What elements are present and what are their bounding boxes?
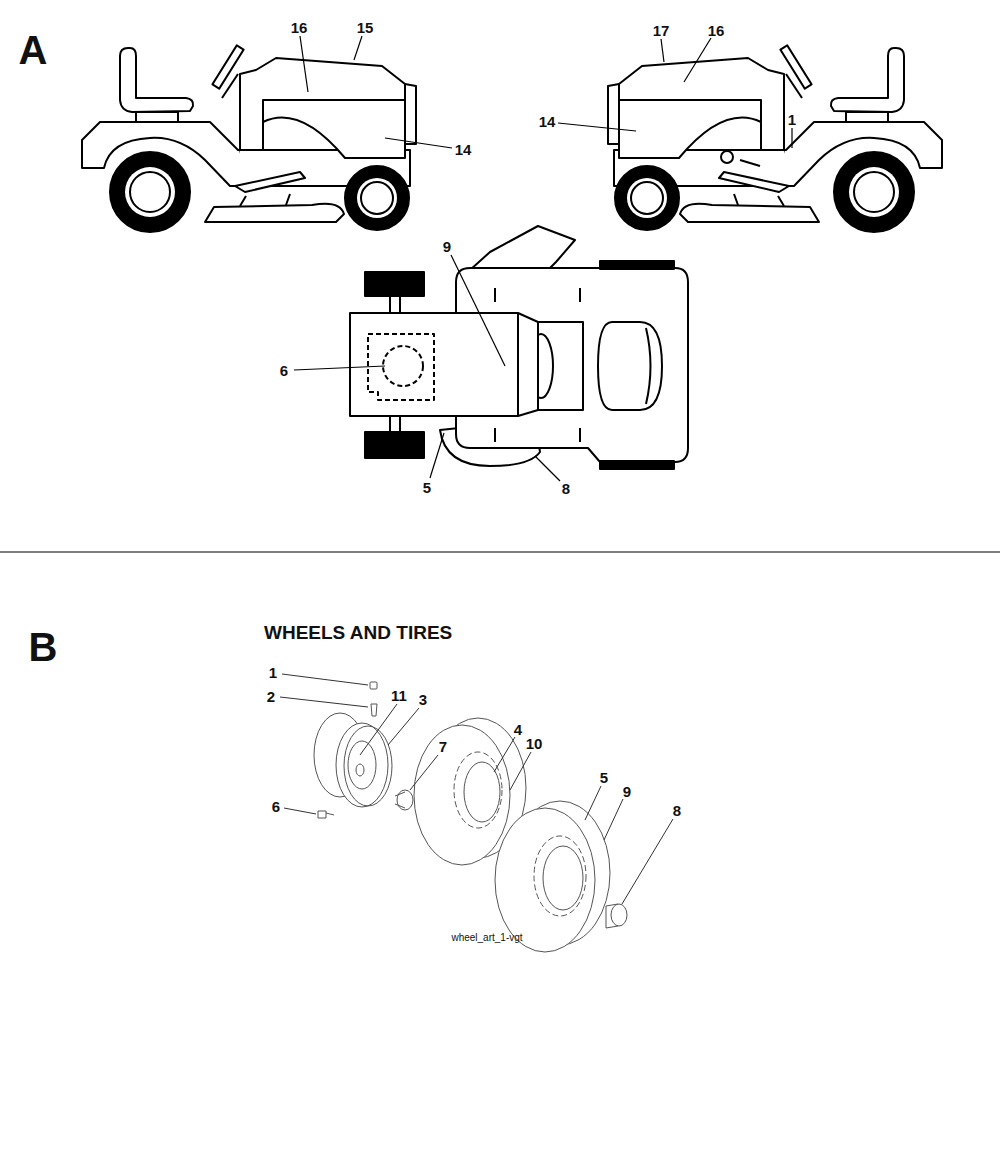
drawing-part [383, 346, 423, 386]
drawing-part [399, 416, 401, 432]
art-code: wheel_art_1-vgt [451, 933, 522, 943]
drawing-part [280, 697, 368, 707]
callout-number: 6 [272, 799, 280, 814]
drawing-part [598, 322, 662, 410]
drawing-part [388, 708, 419, 745]
callout-number: 3 [419, 692, 427, 707]
drawing-part [535, 456, 560, 481]
drawing-part [684, 38, 711, 82]
callout-number: 16 [291, 20, 308, 35]
drawing-part [389, 296, 391, 313]
drawing-part [350, 313, 538, 416]
drawing-part [558, 123, 636, 131]
drawing-part [365, 432, 424, 458]
drawing-part [611, 904, 627, 926]
drawing-part [365, 272, 424, 296]
drawing-part [604, 799, 623, 840]
drawing-part [368, 334, 434, 400]
drawing-part [579, 428, 581, 442]
leader-lines [294, 36, 792, 481]
callout-number: 14 [539, 114, 556, 129]
tractor-right [608, 45, 942, 232]
drawing-part [318, 811, 334, 818]
callout-number: 2 [267, 689, 275, 704]
tractor-left [82, 45, 416, 232]
drawing-part [721, 151, 733, 163]
callout-number: 8 [562, 481, 570, 496]
callout-number: 5 [600, 770, 608, 785]
callout-number: 15 [357, 20, 374, 35]
drawing-part [579, 288, 581, 302]
callout-number: 8 [673, 803, 681, 818]
drawing-part [470, 226, 575, 270]
drawing-part [495, 808, 595, 952]
drawing-part [397, 790, 413, 810]
drawing-part [600, 461, 674, 469]
drawing-part [395, 792, 405, 808]
drawing-part [385, 138, 452, 148]
drawing-part [356, 764, 364, 776]
leader-lines-b [280, 674, 673, 904]
drawing-part [622, 819, 673, 904]
drawing-part [348, 741, 376, 789]
drawing-part [414, 725, 510, 865]
drawing-part [600, 261, 674, 269]
drawing-part [494, 428, 496, 442]
drawing-part [284, 808, 316, 814]
drawing-part [389, 416, 391, 432]
drawing-part [510, 752, 531, 790]
drawing-part [494, 737, 515, 772]
panel-b-wheel-parts [314, 682, 627, 952]
drawing-part [399, 296, 401, 313]
callout-number: 7 [439, 739, 447, 754]
callout-number: 6 [280, 363, 288, 378]
drawing-part [300, 36, 308, 92]
drawing-part [661, 39, 664, 62]
callout-number: 9 [443, 239, 451, 254]
callout-number: 5 [423, 480, 431, 495]
drawing-part [534, 836, 586, 916]
drawing-part [517, 313, 519, 416]
callout-number: 14 [455, 142, 472, 157]
callout-number: 1 [788, 112, 796, 127]
callout-number: 11 [391, 688, 407, 703]
drawing-part [451, 255, 505, 366]
tractor-top-view [350, 226, 688, 469]
drawing-part [454, 752, 502, 828]
drawing-part [294, 366, 385, 370]
drawing-part [430, 433, 444, 478]
divider [0, 551, 1000, 553]
drawing-part [494, 288, 496, 302]
section-title: WHEELS AND TIRES [264, 623, 452, 642]
drawing-part [410, 755, 438, 790]
drawing-part [360, 704, 397, 755]
panel-letter: B [29, 627, 58, 667]
callout-number: 16 [708, 23, 725, 38]
drawing-part [791, 128, 792, 148]
callout-number: 17 [653, 23, 670, 38]
callout-number: 10 [526, 736, 543, 751]
callout-number: 4 [514, 722, 522, 737]
callout-number: 9 [623, 784, 631, 799]
drawing-part [282, 674, 368, 685]
drawing-part [543, 846, 583, 910]
drawing-part [371, 704, 377, 716]
lever [721, 151, 760, 166]
panel-letter: A [19, 30, 48, 70]
drawing-part [370, 682, 377, 689]
drawing-part [646, 328, 651, 404]
callout-number: 1 [269, 665, 277, 680]
drawing-part [354, 36, 362, 60]
drawing-part [740, 160, 760, 166]
drawing-part [585, 786, 601, 820]
panel-a [82, 36, 942, 481]
drawing-part [344, 726, 392, 806]
